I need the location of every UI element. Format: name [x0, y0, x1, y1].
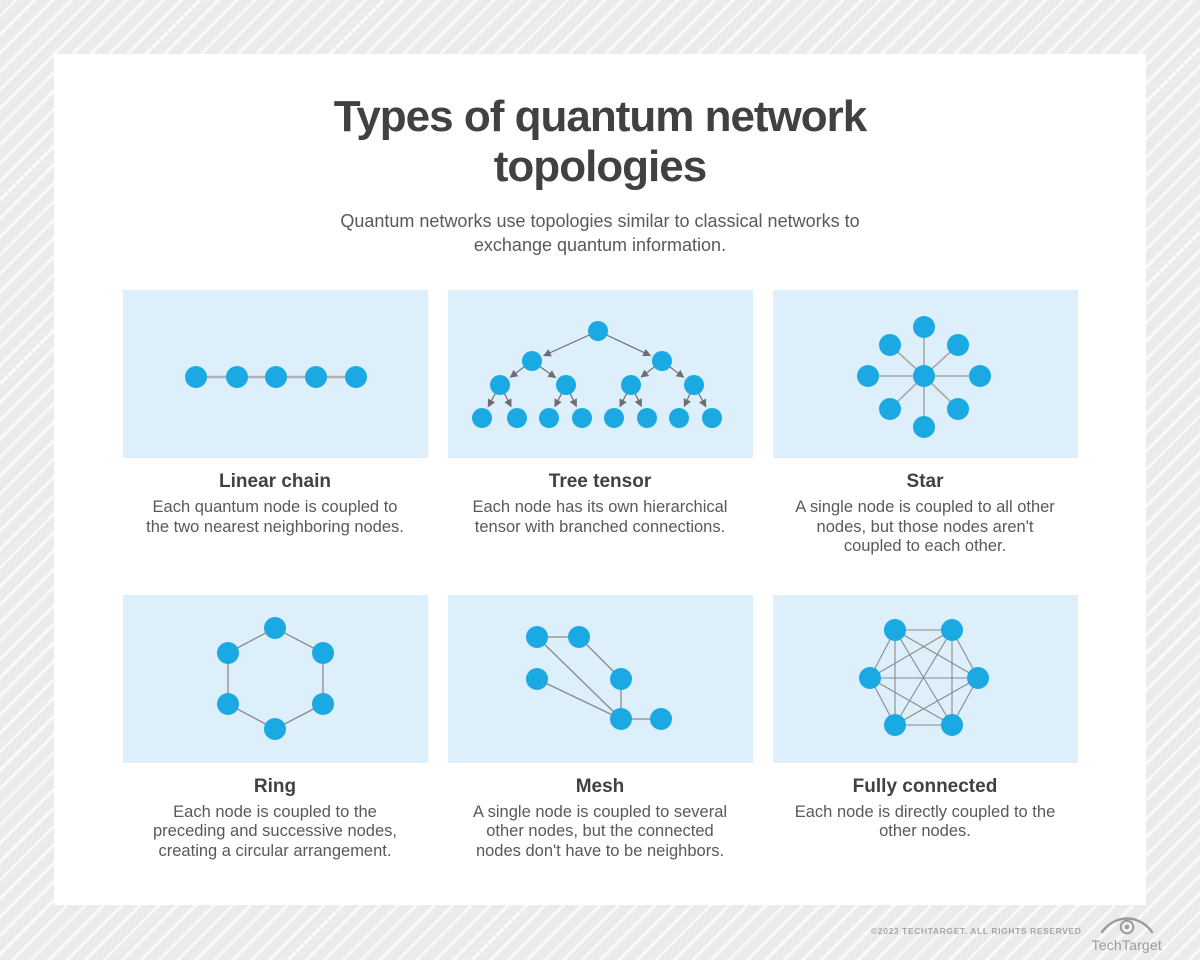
- topology-cell-mesh: Mesh A single node is coupled to several…: [447, 594, 753, 861]
- topology-diagram-panel: [772, 290, 1078, 459]
- network-node: [603, 408, 624, 429]
- network-node: [966, 666, 989, 689]
- network-node: [912, 365, 935, 388]
- techtarget-logo: TechTarget: [1092, 911, 1162, 952]
- network-node: [858, 666, 881, 689]
- network-node: [263, 717, 286, 740]
- network-node: [263, 616, 286, 639]
- network-node: [856, 365, 879, 388]
- network-node: [489, 375, 510, 396]
- network-node: [651, 351, 672, 372]
- network-node: [883, 713, 906, 736]
- network-node: [471, 408, 492, 429]
- network-node: [620, 375, 641, 396]
- footer: ©2023 TECHTARGET. ALL RIGHTS RESERVED Te…: [871, 909, 1162, 953]
- network-node: [968, 365, 991, 388]
- network-node: [912, 416, 935, 439]
- topology-diagram: [471, 321, 722, 429]
- network-node: [940, 618, 963, 641]
- page-title: Types of quantum network topologies: [333, 92, 868, 192]
- topology-diagram: [184, 366, 367, 389]
- network-node: [304, 366, 327, 389]
- topology-description: A single node is coupled to several othe…: [472, 802, 728, 860]
- topology-cell-star: Star A single node is coupled to all oth…: [772, 290, 1078, 556]
- topology-cell-ring: Ring Each node is coupled to the precedi…: [122, 594, 428, 861]
- topology-diagram-panel: [772, 594, 1078, 763]
- topology-diagram: [858, 618, 989, 736]
- network-node: [668, 408, 689, 429]
- network-node: [649, 707, 672, 730]
- network-node: [311, 692, 334, 715]
- network-node: [216, 692, 239, 715]
- infographic-card: Types of quantum network topologies Quan…: [54, 54, 1146, 905]
- network-node: [883, 618, 906, 641]
- network-node: [683, 375, 704, 396]
- network-node: [946, 398, 969, 421]
- topology-caption: Star A single node is coupled to all oth…: [773, 471, 1078, 556]
- topology-description: A single node is coupled to all other no…: [795, 498, 1055, 556]
- network-node: [912, 316, 935, 339]
- network-node: [344, 366, 367, 389]
- topology-description: Each node has its own hierarchical tenso…: [472, 498, 728, 536]
- topology-title: Star: [906, 471, 944, 493]
- network-node: [538, 408, 559, 429]
- topology-diagram: [525, 625, 672, 730]
- network-node: [878, 398, 901, 421]
- topology-cell-tree-tensor: Tree tensor Each node has its own hierar…: [447, 290, 753, 537]
- topology-title: Linear chain: [219, 471, 331, 493]
- network-node: [555, 375, 576, 396]
- topology-caption: Mesh A single node is coupled to several…: [448, 776, 753, 861]
- topology-caption: Linear chain Each quantum node is couple…: [123, 471, 428, 537]
- network-node: [264, 366, 287, 389]
- topology-description: Each node is coupled to the preceding an…: [153, 802, 397, 860]
- topology-diagram-panel: [447, 290, 753, 459]
- brand-name: TechTarget: [1091, 936, 1162, 953]
- network-node: [525, 667, 548, 690]
- page-subtitle: Quantum networks use topologies similar …: [340, 211, 860, 256]
- topology-diagram: [216, 616, 334, 740]
- topology-title: Tree tensor: [548, 471, 652, 493]
- topology-cell-fully-connected: Fully connected Each node is directly co…: [772, 594, 1078, 842]
- topology-diagram-panel: [122, 594, 428, 763]
- network-node: [521, 351, 542, 372]
- topology-caption: Fully connected Each node is directly co…: [773, 776, 1078, 842]
- network-node: [609, 667, 632, 690]
- topology-grid: Linear chain Each quantum node is couple…: [122, 290, 1078, 861]
- topology-diagram-panel: [447, 594, 753, 763]
- topology-diagram-panel: [122, 290, 428, 459]
- topology-title: Fully connected: [852, 775, 998, 797]
- topology-cell-linear-chain: Linear chain Each quantum node is couple…: [122, 290, 428, 537]
- network-node: [184, 366, 207, 389]
- topology-title: Mesh: [575, 775, 625, 797]
- topology-description: Each node is directly coupled to the oth…: [794, 802, 1056, 841]
- network-node: [216, 641, 239, 664]
- network-node: [567, 625, 590, 648]
- network-node: [609, 707, 632, 730]
- network-node: [878, 334, 901, 357]
- network-node: [225, 366, 248, 389]
- eye-icon: [1100, 916, 1153, 934]
- network-node: [636, 408, 657, 429]
- network-node: [946, 334, 969, 357]
- network-node: [506, 408, 527, 429]
- topology-caption: Tree tensor Each node has its own hierar…: [448, 471, 753, 537]
- topology-caption: Ring Each node is coupled to the precedi…: [123, 776, 428, 861]
- network-node: [587, 321, 608, 342]
- topology-title: Ring: [253, 775, 297, 797]
- network-node: [940, 713, 963, 736]
- topology-diagram: [856, 316, 991, 439]
- network-node: [525, 625, 548, 648]
- topology-description: Each quantum node is coupled to the two …: [146, 498, 404, 536]
- network-node: [571, 408, 592, 429]
- network-node: [311, 641, 334, 664]
- network-node: [701, 408, 722, 429]
- copyright-text: ©2023 TECHTARGET. ALL RIGHTS RESERVED: [871, 926, 1082, 936]
